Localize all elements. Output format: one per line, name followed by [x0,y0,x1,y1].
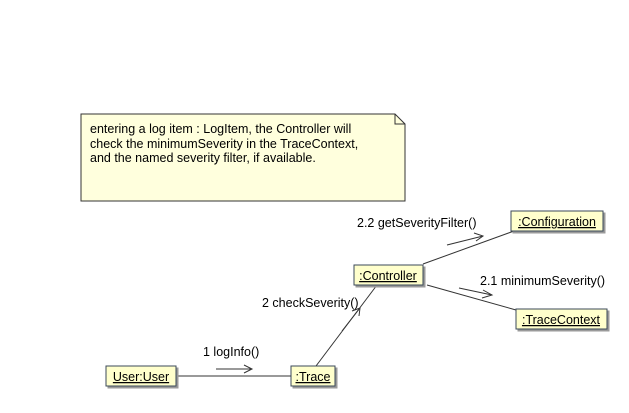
arrow-minimum-severity [458,287,494,299]
object-trace-label: :Trace [296,370,331,384]
message-minimum-severity: 2.1 minimumSeverity() [480,274,605,288]
note[interactable] [80,113,406,202]
arrow-log-info [216,364,254,374]
arrow-check-severity [341,307,361,332]
object-trace[interactable]: :Trace [290,365,336,387]
object-tracecontext-label: :TraceContext [522,313,601,327]
link-controller-tracecontext [426,284,517,311]
object-configuration-label: :Configuration [518,215,596,229]
object-controller[interactable]: :Controller [353,264,424,286]
message-get-severity-filter: 2.2 getSeverityFilter() [357,216,476,230]
note-fold [394,114,405,125]
note-shape [80,113,406,202]
message-check-severity: 2 checkSeverity() [262,296,359,310]
arrow-get-severity-filter [446,232,485,246]
object-controller-label: :Controller [359,269,417,283]
message-log-info: 1 logInfo() [203,345,259,359]
object-user[interactable]: User:User [105,365,177,387]
link-controller-configuration [422,230,515,265]
object-user-label: User:User [113,370,169,384]
note-text: entering a log item : LogItem, the Contr… [90,122,359,165]
object-configuration[interactable]: :Configuration [510,210,604,232]
object-tracecontext[interactable]: :TraceContext [515,308,608,330]
